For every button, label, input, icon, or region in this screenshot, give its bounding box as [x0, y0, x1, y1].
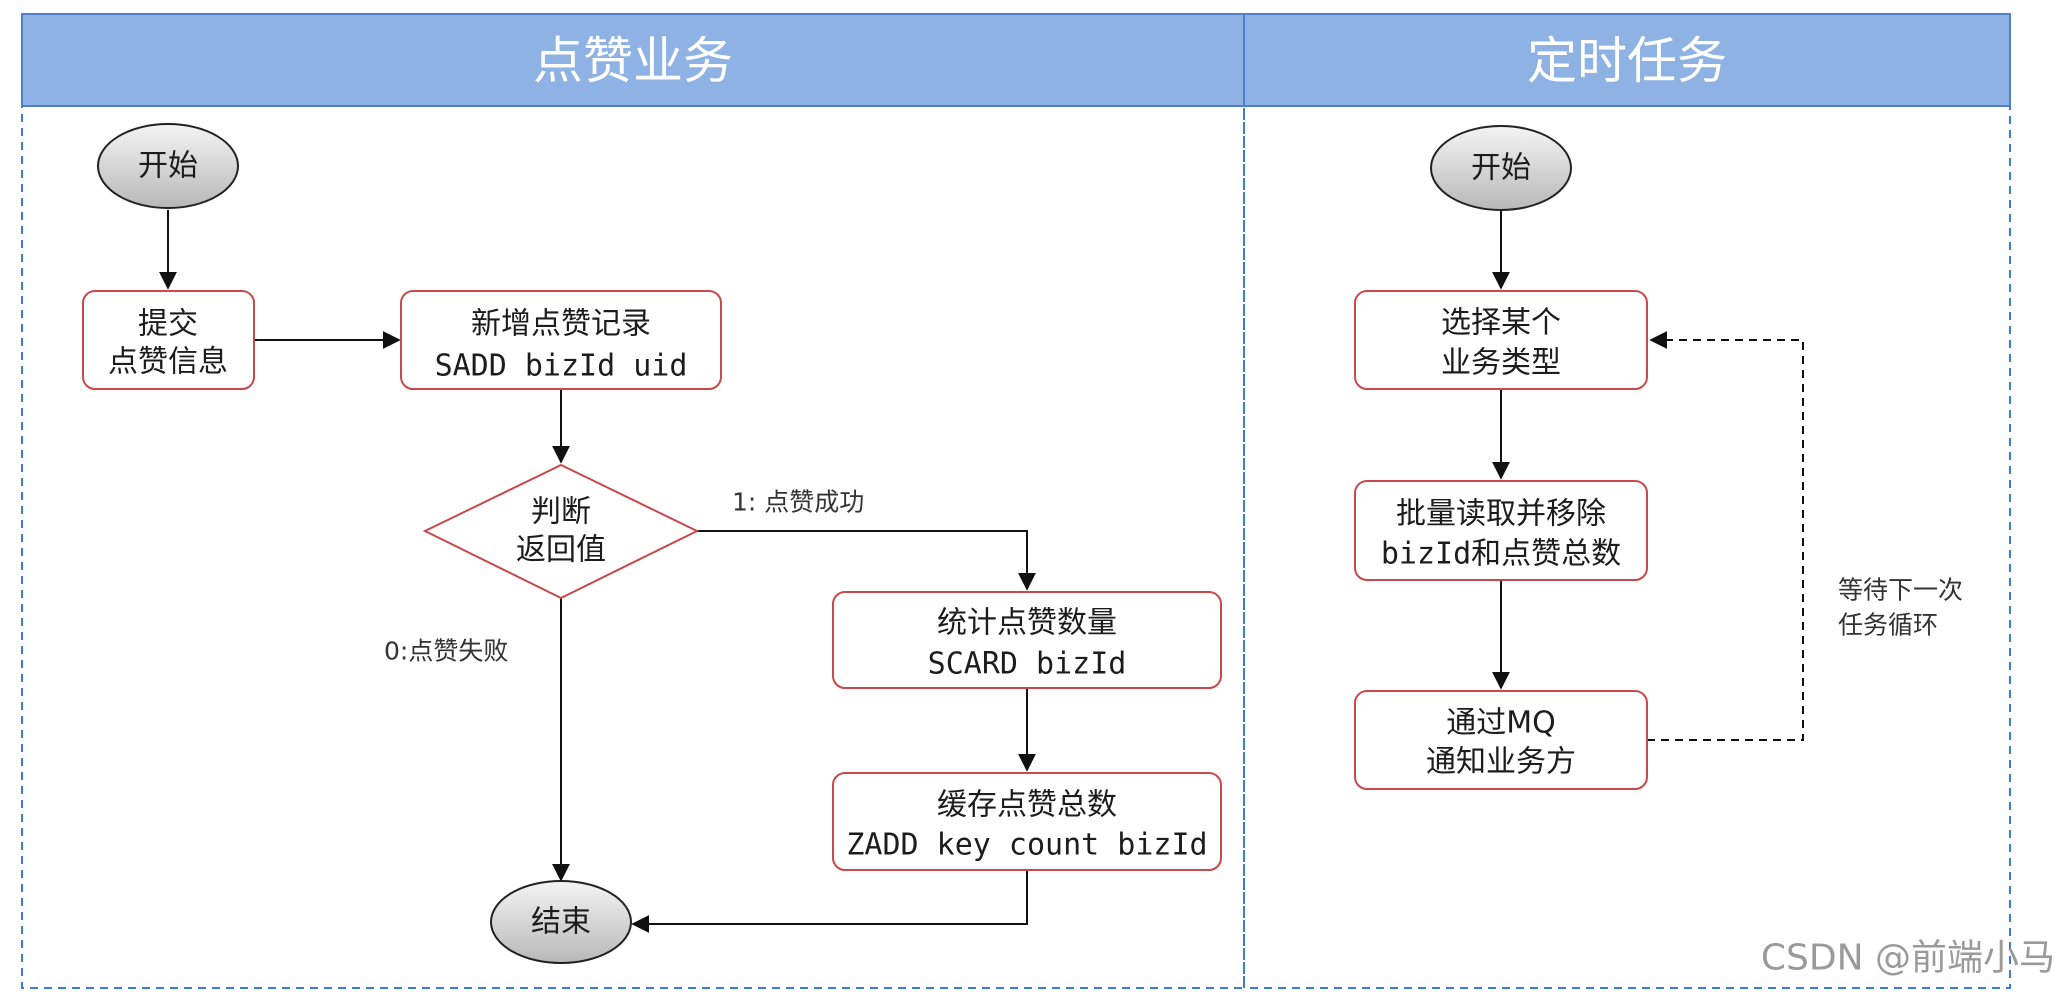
notify-mq-node: 通过MQ 通知业务方 [1354, 690, 1648, 790]
cache-total-node: 缓存点赞总数 ZADD key count bizId [832, 772, 1222, 871]
submit-like-node: 提交 点赞信息 [82, 290, 255, 390]
lane-right-title: 定时任务 [1527, 32, 1727, 90]
loop-label-line2: 任务循环 [1838, 611, 1938, 640]
add-like-record-line2: SADD bizId uid [435, 349, 688, 384]
add-like-record-line1: 新增点赞记录 [471, 307, 651, 342]
batch-read-line2: bizId和点赞总数 [1381, 537, 1621, 572]
end-node-label: 结束 [531, 905, 591, 940]
success-edge-label: 1: 点赞成功 [732, 488, 864, 517]
batch-read-node: 批量读取并移除 bizId和点赞总数 [1354, 480, 1648, 581]
edge-notify-loop-back [1647, 331, 1804, 741]
select-biz-type-node: 选择某个 业务类型 [1354, 290, 1648, 390]
decision-line2: 返回值 [516, 533, 606, 568]
submit-like-line1: 提交 [138, 307, 198, 342]
notify-mq-line1: 通过MQ [1446, 706, 1556, 741]
lane-left-frame [21, 13, 1245, 989]
count-likes-line1: 统计点赞数量 [937, 606, 1117, 641]
edge-cache-to-end [631, 870, 1028, 933]
loop-label-line1: 等待下一次 [1838, 576, 1963, 605]
lane-right-header [1243, 13, 2011, 107]
notify-mq-line2: 通知业务方 [1426, 745, 1576, 780]
decision-node: 判断 返回值 [422, 463, 700, 600]
batch-read-line1: 批量读取并移除 [1396, 497, 1606, 532]
fail-edge-label: 0:点赞失败 [384, 637, 508, 666]
decision-line1: 判断 [531, 495, 591, 530]
count-likes-node: 统计点赞数量 SCARD bizId [832, 591, 1222, 689]
end-node: 结束 [490, 880, 632, 964]
cache-total-line2: ZADD key count bizId [846, 828, 1207, 863]
lane-left-title: 点赞业务 [533, 32, 733, 90]
add-like-record-node: 新增点赞记录 SADD bizId uid [400, 290, 722, 390]
submit-like-line2: 点赞信息 [108, 345, 228, 380]
count-likes-line2: SCARD bizId [928, 647, 1127, 682]
start-node-left: 开始 [97, 123, 239, 209]
cache-total-line1: 缓存点赞总数 [937, 788, 1117, 823]
start-node-left-label: 开始 [138, 149, 198, 184]
edge-decision-to-count [697, 530, 1036, 591]
start-node-right-label: 开始 [1471, 151, 1531, 186]
lane-left-header [21, 13, 1245, 107]
start-node-right: 开始 [1430, 125, 1572, 211]
select-biz-type-line1: 选择某个 [1441, 306, 1561, 341]
watermark-text: CSDN @前端小马 [1761, 938, 2055, 979]
select-biz-type-line2: 业务类型 [1441, 346, 1561, 381]
